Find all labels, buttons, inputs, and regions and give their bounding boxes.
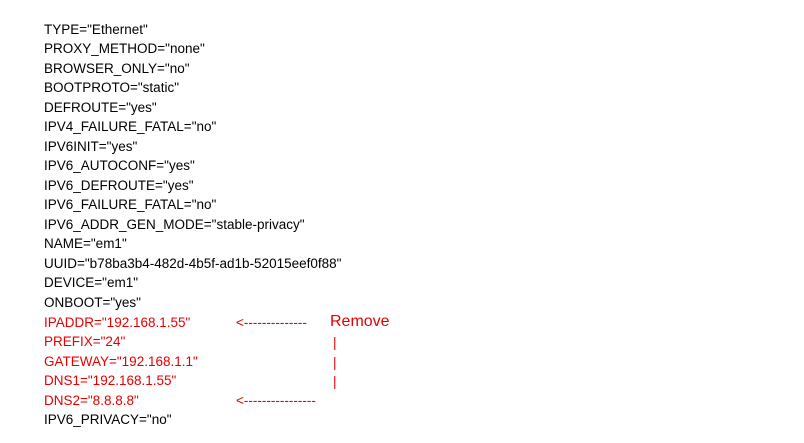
config-line-ipv6-failure-fatal: IPV6_FAILURE_FATAL="no" bbox=[44, 197, 217, 212]
config-line-ipv6-privacy: IPV6_PRIVACY="no" bbox=[44, 412, 172, 427]
remove-arrow-top: <-------------- bbox=[236, 315, 307, 330]
config-line-dns2: DNS2="8.8.8.8" bbox=[44, 393, 139, 408]
config-line-ipv6init: IPV6INIT="yes" bbox=[44, 139, 138, 154]
config-line-gateway: GATEWAY="192.168.1.1" bbox=[44, 354, 198, 369]
remove-bracket-bar-3: | bbox=[333, 374, 337, 389]
config-line-ipv4-failure-fatal: IPV4_FAILURE_FATAL="no" bbox=[44, 119, 217, 134]
config-line-dns1: DNS1="192.168.1.55" bbox=[44, 373, 177, 388]
config-line-uuid: UUID="b78ba3b4-482d-4b5f-ad1b-52015eef0f… bbox=[44, 256, 342, 271]
config-line-browser-only: BROWSER_ONLY="no" bbox=[44, 61, 190, 76]
remove-bracket-bar-2: | bbox=[333, 355, 337, 370]
config-line-onboot: ONBOOT="yes" bbox=[44, 295, 141, 310]
config-line-device: DEVICE="em1" bbox=[44, 275, 138, 290]
config-line-name: NAME="em1" bbox=[44, 236, 127, 251]
config-line-prefix: PREFIX="24" bbox=[44, 334, 126, 349]
config-line-ipaddr: IPADDR="192.168.1.55" bbox=[44, 315, 191, 330]
config-line-ipv6-addr-gen-mode: IPV6_ADDR_GEN_MODE="stable-privacy" bbox=[44, 217, 305, 232]
config-line-ipv6-defroute: IPV6_DEFROUTE="yes" bbox=[44, 178, 194, 193]
config-line-proxy-method: PROXY_METHOD="none" bbox=[44, 41, 205, 56]
remove-label: Remove bbox=[330, 313, 390, 330]
remove-arrow-bottom: <---------------- bbox=[236, 393, 316, 408]
config-line-defroute: DEFROUTE="yes" bbox=[44, 100, 157, 115]
config-line-type: TYPE="Ethernet" bbox=[44, 22, 148, 37]
config-line-bootproto: BOOTPROTO="static" bbox=[44, 80, 179, 95]
config-line-ipv6-autoconf: IPV6_AUTOCONF="yes" bbox=[44, 158, 195, 173]
remove-bracket-bar-1: | bbox=[333, 335, 337, 350]
